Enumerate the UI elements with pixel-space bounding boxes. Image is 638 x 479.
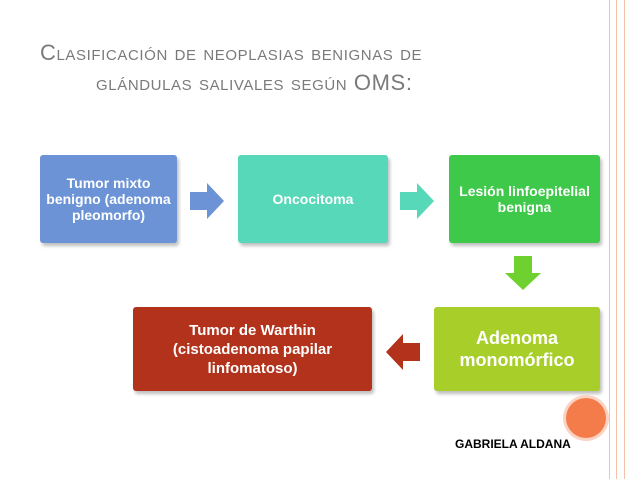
node-lesion-linfoepitelial: Lesión linfoepitelial benigna (449, 155, 600, 243)
decorative-line (624, 0, 625, 479)
slide-title-line-1: Clasificación de neoplasias benignas de (40, 40, 423, 65)
slide-title-line-2: glándulas salivales según OMS: (96, 70, 413, 95)
decorative-line (616, 0, 617, 479)
arrow-right-icon (190, 183, 224, 219)
slide-title: Clasificación de neoplasias benignas de … (40, 38, 600, 98)
author-name: GABRIELA ALDANA (455, 437, 571, 451)
arrow-right-icon (400, 183, 434, 219)
decorative-line (609, 0, 610, 479)
arrow-left-icon (386, 334, 420, 370)
arrow-down-icon (505, 256, 541, 290)
node-tumor-de-warthin: Tumor de Warthin (cistoadenoma papilar l… (133, 307, 372, 391)
decorative-circle (566, 398, 606, 438)
node-tumor-mixto-benigno: Tumor mixto benigno (adenoma pleomorfo) (40, 155, 177, 243)
node-oncocitoma: Oncocitoma (238, 155, 388, 243)
node-adenoma-monomorfico: Adenoma monomórfico (434, 307, 600, 391)
